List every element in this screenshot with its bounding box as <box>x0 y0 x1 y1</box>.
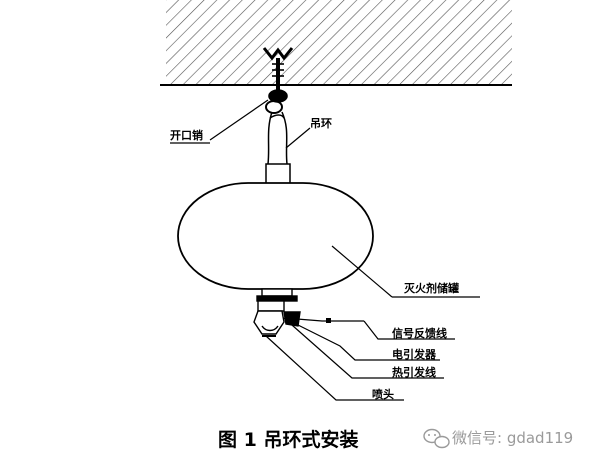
hanging-ring <box>267 111 288 165</box>
watermark-text: 微信号: gdad119 <box>452 429 573 447</box>
wechat-icon <box>423 428 450 449</box>
electric-initiator-callout: 电引发器 <box>291 321 440 361</box>
open-pin-label: 开口销 <box>170 128 203 142</box>
hanging-ring-label: 吊环 <box>310 117 332 130</box>
ceiling-anchor <box>262 47 294 114</box>
open-pin-callout: 开口销 <box>170 99 269 144</box>
hanging-ring-callout: 吊环 <box>285 117 332 149</box>
agent-tank <box>177 182 374 290</box>
nozzle-label: 喷头 <box>372 387 394 401</box>
figure-caption: 图 1 吊环式安装 <box>218 428 358 451</box>
watermark: 微信号: gdad119 <box>423 428 573 449</box>
ceiling <box>160 0 512 86</box>
hanging-ring-leader <box>285 127 311 149</box>
tank-neck <box>265 163 291 185</box>
electric-initiator-label: 电引发器 <box>392 347 437 361</box>
nozzle-callout: 喷头 <box>265 335 404 401</box>
agent-tank-leader <box>331 245 393 298</box>
signal-line-callout: 信号反馈线 <box>296 318 455 340</box>
thermal-line-callout: 热引发线 <box>283 317 444 379</box>
agent-tank-callout: 灭火剂储罐 <box>331 245 480 298</box>
nozzle-assembly <box>253 288 301 337</box>
open-pin-leader <box>209 99 269 141</box>
ceiling-hatch <box>166 0 512 84</box>
thermal-line-label: 热引发线 <box>392 365 436 379</box>
agent-tank-label: 灭火剂储罐 <box>403 281 459 295</box>
signal-line-label: 信号反馈线 <box>392 326 447 340</box>
